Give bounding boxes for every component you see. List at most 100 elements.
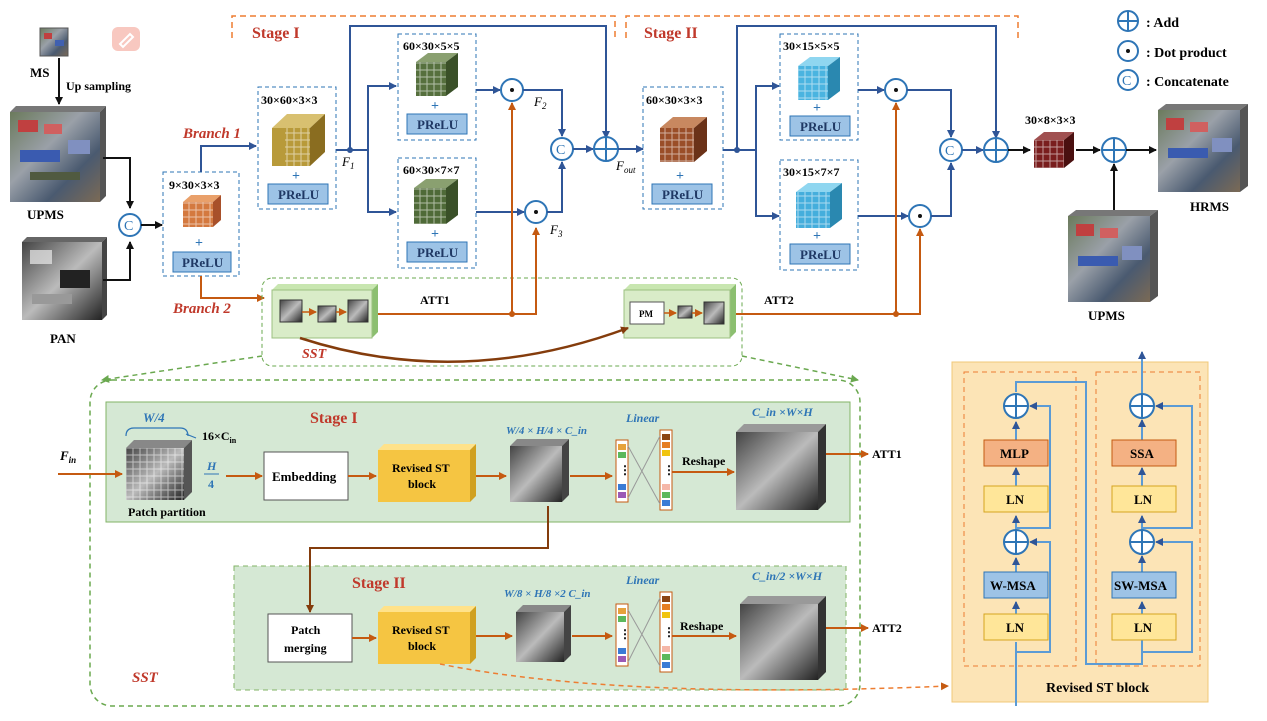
reshape-label-2: Reshape: [680, 619, 724, 633]
pan-label: PAN: [50, 331, 76, 346]
c16-label: 16×Cin: [202, 429, 237, 445]
st-left-group: [963, 371, 1077, 667]
feature-map-2: [516, 605, 571, 662]
sst-detail-panel: [89, 379, 861, 707]
svg-text:PReLU: PReLU: [662, 187, 704, 202]
att2-module: PM: [623, 284, 736, 339]
dot-node-f2: [500, 78, 524, 102]
patch-partition-image: [126, 440, 192, 500]
legend-dot: : Dot product: [1146, 46, 1227, 61]
svg-text:+: +: [292, 169, 300, 184]
sst-att1-label: ATT1: [872, 447, 902, 461]
svg-text:W-MSA: W-MSA: [990, 578, 1036, 593]
svg-text:C: C: [556, 143, 565, 158]
sst-stage1-label: Stage I: [310, 410, 358, 427]
att1-module: [271, 284, 378, 339]
fout-label: Fout: [615, 158, 636, 175]
stage1-brace: [231, 15, 616, 38]
w4-label: W/4: [143, 410, 165, 425]
hrms-label: HRMS: [1190, 199, 1229, 214]
st-right-add-top: [1129, 393, 1155, 419]
linear-label-2: Linear: [625, 573, 660, 587]
st-block-panel: [951, 361, 1209, 703]
conv-block-b1-bottom: 60×30×7×7 + PReLU: [397, 157, 477, 269]
st-ln-box-left-2: LN: [983, 613, 1049, 641]
out2-label: C_in/2 ×W×H: [752, 569, 823, 583]
add-icon: [1117, 10, 1139, 32]
svg-text:60×30×7×7: 60×30×7×7: [403, 163, 460, 177]
st-wmsa-box: W-MSA: [983, 571, 1049, 599]
svg-text:MLP: MLP: [1000, 446, 1029, 461]
svg-text:9×30×3×3: 9×30×3×3: [169, 178, 220, 192]
dim2-label: W/8 × H/8 ×2 C_in: [504, 588, 591, 600]
conv-block-b1-main: 30×60×3×3 + PReLU: [257, 86, 337, 210]
svg-text:⋮: ⋮: [619, 627, 631, 641]
svg-text:30×15×7×7: 30×15×7×7: [783, 165, 840, 179]
svg-text:PReLU: PReLU: [182, 255, 224, 270]
revised-st-block-2: Revised ST block: [378, 606, 476, 664]
dot-product-icon: [1117, 40, 1139, 62]
sst-att2-label: ATT2: [872, 621, 902, 635]
upms-label: UPMS: [27, 207, 64, 222]
svg-text:+: +: [431, 99, 439, 114]
st-ssa-box: SSA: [1111, 439, 1177, 467]
add-node-final: [1101, 137, 1127, 163]
attention-map-2: [740, 596, 826, 680]
concat-node-stage1: C: [550, 137, 574, 161]
conv-block-b1-top: 60×30×5×5 + PReLU: [397, 33, 477, 141]
dot-node-f3: [524, 200, 548, 224]
svg-text:PReLU: PReLU: [417, 245, 459, 260]
concat-node-stage2: C: [939, 138, 963, 162]
st-block-title: Revised ST block: [1046, 681, 1149, 696]
svg-text:C: C: [124, 219, 133, 234]
st-right-add-bottom: [1129, 529, 1155, 555]
svg-text:30×60×3×3: 30×60×3×3: [261, 93, 318, 107]
svg-text:SSA: SSA: [1130, 446, 1154, 461]
conv-block-final: [1034, 132, 1074, 168]
st-right-group: [1095, 371, 1201, 667]
f3-label: F3: [549, 222, 563, 239]
svg-text:LN: LN: [1006, 492, 1025, 507]
h-den: 4: [208, 477, 214, 491]
conv-block-s2-main: 60×30×3×3 + PReLU: [642, 86, 724, 210]
legend-concat: : Concatenate: [1146, 75, 1229, 90]
st-ln-box-right-1: LN: [1111, 485, 1177, 513]
dot-node-s2-top: [884, 78, 908, 102]
branch1-label: Branch 1: [182, 126, 241, 142]
sst-stage2-label: Stage II: [352, 575, 406, 592]
pan-image: [22, 237, 107, 320]
svg-text:LN: LN: [1134, 492, 1153, 507]
embedding-box: Embedding: [263, 451, 349, 501]
sst-stage1-band: [105, 401, 851, 523]
concatenate-icon: C: [1117, 69, 1139, 91]
st-ln-box-right-2: LN: [1111, 613, 1177, 641]
add-node-stage2: [983, 137, 1009, 163]
svg-text:merging: merging: [284, 641, 327, 655]
linear-vectors-1: ⋮ ⋮: [615, 429, 675, 511]
reshape-label-1: Reshape: [682, 454, 726, 468]
feature-map-1: [510, 439, 569, 502]
svg-text:block: block: [408, 639, 436, 653]
svg-text:Embedding: Embedding: [272, 469, 337, 484]
svg-text:+: +: [813, 101, 821, 116]
conv-block-first: 9×30×3×3 + PReLU: [162, 171, 240, 277]
revised-st-block-1: Revised ST block: [378, 444, 476, 502]
branch2-label: Branch 2: [172, 301, 231, 317]
st-left-add-top: [1003, 393, 1029, 419]
svg-text:PReLU: PReLU: [800, 247, 842, 262]
up-sampling-label: Up sampling: [66, 79, 131, 93]
sst-detail-label: SST: [132, 670, 159, 686]
stage2-brace: [625, 15, 1019, 38]
svg-text:30×15×5×5: 30×15×5×5: [783, 39, 840, 53]
fin-label: Fin: [59, 448, 76, 465]
st-left-add-bottom: [1003, 529, 1029, 555]
svg-text:PReLU: PReLU: [417, 117, 459, 132]
upms-image-right: [1068, 210, 1158, 302]
linear-label-1: Linear: [625, 411, 660, 425]
stage2-label: Stage II: [644, 25, 698, 42]
h-num: H: [206, 459, 217, 473]
add-node-stage1: [593, 136, 619, 162]
svg-text:PReLU: PReLU: [800, 119, 842, 134]
dot-node-s2-bottom: [908, 204, 932, 228]
svg-text:LN: LN: [1006, 620, 1025, 635]
